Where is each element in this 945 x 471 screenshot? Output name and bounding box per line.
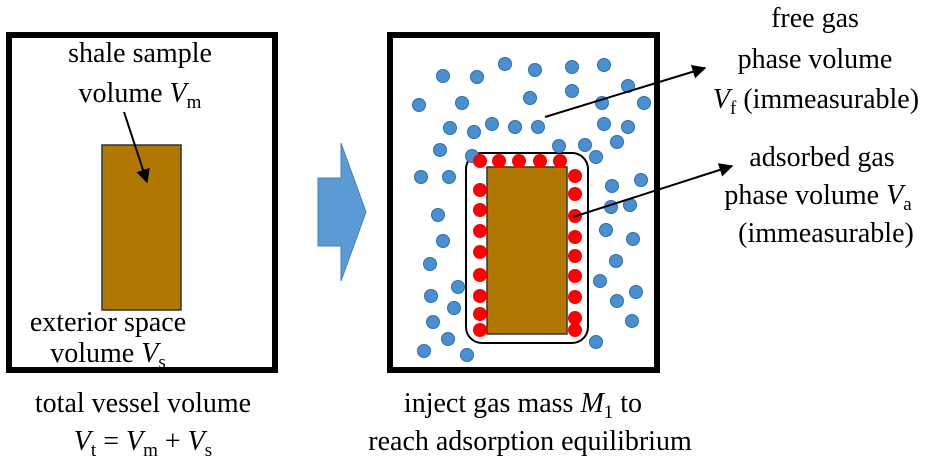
adsorbed-gas-molecule <box>512 154 526 168</box>
free-gas-molecule <box>589 150 603 164</box>
adsorbed-gas-molecule <box>473 224 487 238</box>
free-gas-molecule <box>460 348 474 362</box>
free-gas-label-line2: phase volume <box>738 44 893 75</box>
adsorbed-gas-molecule <box>568 230 582 244</box>
free-gas-molecule <box>442 170 456 184</box>
adsorbed-gas-molecule <box>473 154 487 168</box>
free-gas-molecule <box>621 120 635 134</box>
adsorbed-gas-molecule <box>568 269 582 283</box>
free-gas-molecule <box>436 69 450 83</box>
free-gas-molecule <box>610 135 624 149</box>
free-gas-molecule <box>610 294 624 308</box>
adsorbed-gas-molecule <box>568 323 582 337</box>
free-gas-molecule <box>609 254 623 268</box>
adsorbed-gas-label-line1: adsorbed gas <box>749 142 894 173</box>
free-gas-molecule <box>626 232 640 246</box>
adsorbed-gas-molecule <box>473 183 487 197</box>
free-gas-molecule <box>423 257 437 271</box>
free-gas-label-line3: Vf (immeasurable) <box>713 84 919 119</box>
right-caption-line2: reach adsorption equilibrium <box>368 426 692 457</box>
free-gas-molecule <box>597 58 611 72</box>
adsorbed-gas-molecule <box>533 154 547 168</box>
free-gas-molecule <box>455 96 469 110</box>
adsorbed-gas-molecule <box>473 289 487 303</box>
adsorbed-gas-molecule <box>473 203 487 217</box>
free-gas-molecule <box>508 120 522 134</box>
free-gas-molecule <box>565 60 579 74</box>
free-gas-molecule <box>552 139 566 153</box>
right-caption-line1: inject gas mass M1 to <box>404 388 642 423</box>
adsorbed-gas-molecule <box>568 311 582 325</box>
right-shale-sample <box>486 166 568 335</box>
free-gas-molecule <box>634 173 648 187</box>
adsorbed-gas-label-line2: phase volume Va <box>724 180 912 215</box>
free-gas-molecule <box>528 63 542 77</box>
adsorbed-gas-molecule <box>492 154 506 168</box>
free-gas-molecule <box>523 91 537 105</box>
free-gas-molecule <box>424 289 438 303</box>
free-gas-molecule <box>625 314 639 328</box>
free-gas-molecule <box>531 120 545 134</box>
free-gas-molecule <box>593 274 607 288</box>
free-gas-molecule <box>485 117 499 131</box>
adsorbed-gas-molecule <box>473 323 487 337</box>
free-gas-molecule <box>417 344 431 358</box>
free-gas-molecule <box>578 138 592 152</box>
adsorbed-gas-label-line3: (immeasurable) <box>738 218 914 249</box>
free-gas-molecule <box>426 315 440 329</box>
free-gas-molecule <box>565 84 579 98</box>
process-arrow <box>317 142 367 282</box>
adsorbed-gas-molecule <box>553 154 567 168</box>
left-caption-equation: Vt = Vm + Vs <box>74 426 212 461</box>
free-gas-molecule <box>441 332 455 346</box>
exterior-label-line1: exterior space <box>30 307 186 338</box>
free-gas-molecule <box>637 96 651 110</box>
free-gas-molecule <box>433 143 447 157</box>
free-gas-molecule <box>589 335 603 349</box>
adsorbed-gas-molecule <box>473 245 487 259</box>
left-shale-sample <box>101 144 182 311</box>
free-gas-molecule <box>443 121 457 135</box>
adsorbed-gas-molecule <box>473 307 487 321</box>
sample-label-line2: volume Vm <box>79 78 202 113</box>
free-gas-molecule <box>599 223 613 237</box>
free-gas-molecules <box>412 57 651 362</box>
free-gas-molecule <box>605 179 619 193</box>
free-gas-molecule <box>436 234 450 248</box>
adsorbed-gas-molecule <box>473 268 487 282</box>
free-gas-molecule <box>597 117 611 131</box>
adsorbed-gas-molecule <box>568 169 582 183</box>
left-caption-line1: total vessel volume <box>35 388 251 419</box>
adsorbed-gas-molecules <box>473 154 582 337</box>
free-gas-molecule <box>467 125 481 139</box>
free-gas-molecule <box>414 170 428 184</box>
free-gas-molecule <box>447 301 461 315</box>
adsorbed-gas-molecule <box>568 187 582 201</box>
adsorbed-gas-molecule <box>568 290 582 304</box>
exterior-label-line2: volume Vs <box>50 338 166 373</box>
free-gas-molecule <box>451 280 465 294</box>
sample-pointer-arrow <box>123 111 150 184</box>
sample-label-line1: shale sample <box>68 38 212 69</box>
free-gas-molecule <box>470 70 484 84</box>
free-gas-molecule <box>629 285 643 299</box>
adsorbed-gas-molecule <box>568 249 582 263</box>
free-gas-molecule <box>431 208 445 222</box>
adsorbed-gas-pointer-arrow <box>572 163 734 218</box>
free-gas-pointer-arrow <box>544 64 707 118</box>
free-gas-molecule <box>412 98 426 112</box>
free-gas-label-line1: free gas <box>771 3 859 34</box>
free-gas-molecule <box>498 57 512 71</box>
